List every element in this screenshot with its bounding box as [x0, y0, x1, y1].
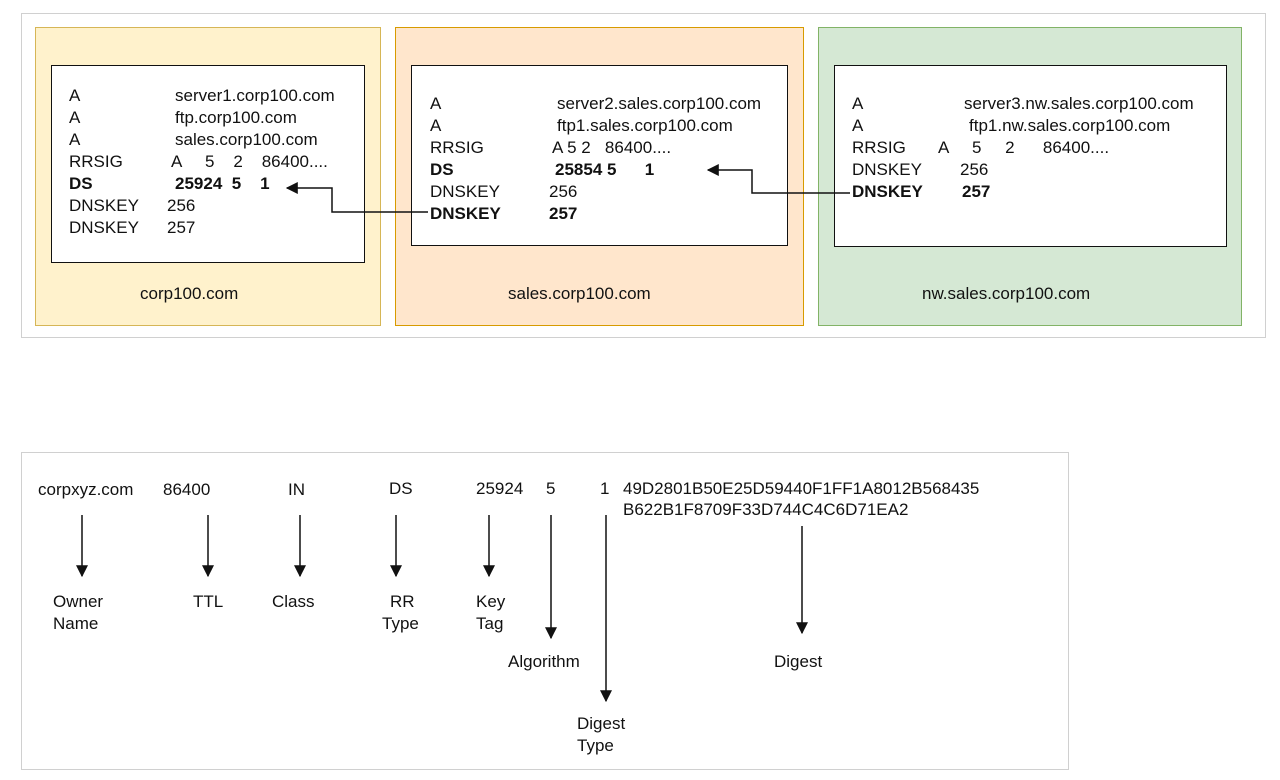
rr-type: A [852, 94, 864, 113]
rr-type: DNSKEY [852, 160, 922, 179]
ds-record-data: 25854 5 1 [555, 160, 655, 179]
rr-type: DNSKEY [69, 196, 139, 215]
zone-nw-sales-corp100-label: nw.sales.corp100.com [922, 284, 1091, 303]
rr-data: sales.corp100.com [175, 130, 318, 149]
label-algorithm: Algorithm [508, 652, 580, 671]
dnskey-ksk-type: DNSKEY [852, 182, 923, 201]
ds-ttl-value: 86400 [163, 480, 211, 499]
label-key-tag-2: Tag [476, 614, 504, 633]
rr-type: DNSKEY [430, 182, 500, 201]
ds-record-type: DS [69, 174, 93, 193]
rr-data: 256 [167, 196, 196, 215]
label-digest-type: Digest [577, 714, 626, 733]
ds-record-type: DS [430, 160, 454, 179]
ds-key-tag-value: 25924 [476, 479, 524, 498]
label-class: Class [272, 592, 315, 611]
rr-type: RRSIG [69, 152, 123, 171]
rr-data: server1.corp100.com [175, 86, 335, 105]
ds-digest-value-line1: 49D2801B50E25D59440F1FF1A8012B568435 [623, 479, 980, 498]
zone-nw-sales-corp100-records [834, 65, 1227, 247]
rr-data: 256 [549, 182, 578, 201]
zone-sales-corp100-label: sales.corp100.com [508, 284, 651, 303]
dnskey-ksk-data: 257 [549, 204, 578, 223]
label-rr-type: RR [390, 592, 415, 611]
rr-data: 257 [167, 218, 196, 237]
dnskey-ksk-type: DNSKEY [430, 204, 501, 223]
zone-corp100-label: corp100.com [140, 284, 239, 303]
rr-type: A [430, 94, 442, 113]
rr-data: A 5 2 86400.... [938, 138, 1110, 157]
ds-owner-value: corpxyz.com [38, 480, 134, 499]
ds-anatomy-frame [21, 452, 1069, 770]
rr-data: server2.sales.corp100.com [557, 94, 762, 113]
ds-record-data: 25924 5 1 [175, 174, 270, 193]
rr-data: ftp1.nw.sales.corp100.com [969, 116, 1171, 135]
label-key-tag: Key [476, 592, 506, 611]
ds-class-value: IN [288, 480, 305, 499]
rr-type: A [852, 116, 864, 135]
label-owner-name: Owner [53, 592, 104, 611]
ds-type-value: DS [389, 479, 413, 498]
zone-corp100-records [51, 65, 365, 263]
rr-type: RRSIG [430, 138, 484, 157]
rr-type: DNSKEY [69, 218, 139, 237]
label-ttl: TTL [193, 592, 224, 611]
rr-type: A [69, 86, 81, 105]
ds-algorithm-value: 5 [546, 479, 556, 498]
rr-type: RRSIG [852, 138, 906, 157]
label-digest: Digest [774, 652, 823, 671]
rr-data: ftp1.sales.corp100.com [557, 116, 733, 135]
rr-type: A [69, 130, 81, 149]
rr-data: server3.nw.sales.corp100.com [964, 94, 1194, 113]
dnskey-ksk-data: 257 [962, 182, 991, 201]
label-digest-type-2: Type [577, 736, 614, 755]
rr-data: A 5 2 86400.... [552, 138, 672, 157]
rr-data: ftp.corp100.com [175, 108, 297, 127]
ds-digest-value-line2: B622B1F8709F33D744C4C6D71EA2 [623, 500, 909, 519]
label-rr-type-2: Type [382, 614, 419, 633]
zone-sales-corp100-records [411, 65, 788, 246]
rr-data: 256 [960, 160, 989, 179]
ds-digest-type-value: 1 [600, 479, 610, 498]
rr-data: A 5 2 86400.... [171, 152, 328, 171]
label-owner-name-2: Name [53, 614, 99, 633]
rr-type: A [430, 116, 442, 135]
rr-type: A [69, 108, 81, 127]
